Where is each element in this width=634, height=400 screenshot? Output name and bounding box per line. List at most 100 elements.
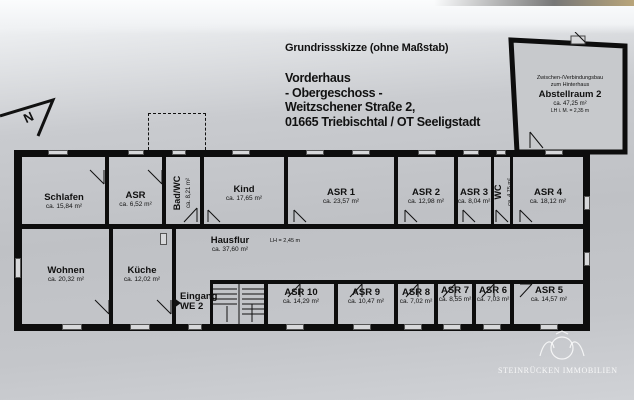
room-asr: ASR ca. 6,52 m² [108, 190, 163, 209]
north-arrow-icon: N [0, 97, 56, 137]
partition [510, 155, 513, 226]
entrance-label: Eingang WE 2 [180, 292, 217, 312]
partition [394, 282, 398, 326]
hallway-height: LH = 2,45 m [270, 238, 301, 244]
window [188, 324, 202, 330]
window [584, 196, 590, 210]
window [286, 324, 304, 330]
outer-wall-left [14, 150, 22, 331]
room-name: Bad/WC [172, 175, 182, 211]
window [15, 258, 21, 278]
corridor-wall-top [20, 224, 586, 229]
room-area: ca. 12,98 m² [407, 198, 445, 205]
window [540, 324, 558, 330]
room-area: ca. 17,65 m² [225, 195, 263, 202]
room-asr-4: ASR 4 ca. 18,12 m² [513, 187, 583, 206]
room-area: ca. 6,52 m² [119, 201, 152, 208]
dashed-outline [148, 113, 206, 150]
annex-walls [508, 32, 628, 155]
room-area: ca. 23,57 m² [322, 198, 360, 205]
window [353, 324, 371, 330]
annex-caption: zum Hinterhaus [550, 82, 590, 88]
window [418, 150, 436, 155]
window [128, 150, 144, 155]
partition [454, 155, 458, 226]
room-area: ca. 8,55 m² [438, 296, 472, 303]
watermark-text: STEINRÜCKEN IMMOBILIEN [498, 366, 618, 375]
room-name: Küche [127, 265, 157, 276]
entrance-line: WE 2 [180, 301, 204, 312]
room-name: ASR 1 [327, 187, 355, 198]
window [545, 150, 563, 155]
annex-room-height: LH i. M. = 2,35 m [550, 108, 590, 114]
room-name: ASR 10 [284, 287, 318, 298]
window [352, 150, 370, 155]
room-area: ca. 37,60 m² [211, 246, 249, 253]
room-asr10: ASR 10 ca. 14,29 m² [268, 287, 334, 306]
room-area: ca. 14,29 m² [282, 298, 320, 305]
crest-icon [539, 330, 585, 360]
paper-edge [434, 0, 634, 6]
stair-wall [210, 280, 213, 326]
room-asr-7: ASR 7 ca. 8,55 m² [437, 285, 473, 304]
room-name: ASR 5 [535, 285, 563, 296]
partition [334, 282, 338, 326]
room-name: ASR 9 [352, 287, 380, 298]
partition [109, 228, 113, 326]
room-asr-2: ASR 2 ca. 12,98 m² [398, 187, 454, 206]
partition [264, 282, 268, 326]
room-area: ca. 8,04 m² [457, 198, 491, 205]
room-wc: WC ca. 4,75 m² [493, 172, 513, 212]
room-area: ca. 10,47 m² [347, 298, 385, 305]
window [306, 150, 324, 155]
room-name: ASR 3 [460, 187, 488, 198]
room-area: ca. 15,84 m² [45, 203, 83, 210]
room-name: ASR 6 [479, 285, 507, 296]
window [172, 150, 186, 155]
window [160, 233, 167, 245]
window [130, 324, 150, 330]
room-name: Kind [233, 184, 255, 195]
room-asr-6: ASR 6 ca. 7,03 m² [475, 285, 511, 304]
outer-wall-top [14, 150, 590, 157]
partition [200, 155, 204, 226]
corridor-wall-bottom [210, 280, 586, 284]
partition [491, 155, 494, 226]
staircase [212, 284, 264, 326]
room-asr-5: ASR 5 ca. 14,57 m² [514, 285, 584, 304]
room-kueche: Küche ca. 12,02 m² [112, 265, 172, 284]
room-area: ca. 8,21 m² [186, 178, 192, 209]
room-hausflur: Hausflur ca. 37,60 m² [200, 235, 260, 254]
room-asr-3: ASR 3 ca. 8,04 m² [456, 187, 492, 206]
room-name: Schlafen [44, 192, 84, 203]
partition [394, 155, 398, 226]
partition [472, 282, 476, 326]
annex-label: Zwischen-/Verbindungsbau zum Hinterhaus … [515, 75, 625, 115]
annex-room-area: ca. 47,25 m² [553, 101, 587, 107]
room-asr-1: ASR 1 ca. 23,57 m² [288, 187, 394, 206]
room-bad-wc: Bad/WC ca. 8,21 m² [172, 163, 192, 223]
window [48, 150, 68, 155]
room-area: ca. 12,02 m² [123, 276, 161, 283]
room-name: ASR [125, 190, 146, 201]
address-line: Vorderhaus [285, 71, 351, 85]
room-schlafen: Schlafen ca. 15,84 m² [22, 192, 106, 211]
room-area: ca. 20,32 m² [47, 276, 85, 283]
room-name: Wohnen [47, 265, 85, 276]
plan-title: Grundrissskizze (ohne Maßstab) [285, 42, 449, 54]
partition [172, 228, 176, 326]
address-line: 01665 Triebischtal / OT Seeligstadt [285, 114, 481, 129]
room-asr-8: ASR 8 ca. 7,02 m² [398, 287, 434, 306]
room-kind: Kind ca. 17,65 m² [204, 184, 284, 203]
room-area: ca. 7,03 m² [476, 296, 510, 303]
partition [105, 155, 109, 226]
room-area: ca. 14,57 m² [530, 296, 568, 303]
room-name: ASR 4 [534, 187, 562, 198]
entrance-line: Eingang [180, 291, 218, 302]
window [62, 324, 82, 330]
room-name: ASR 8 [402, 287, 430, 298]
room-name: ASR 7 [441, 285, 469, 296]
room-area: ca. 7,02 m² [399, 298, 433, 305]
room-wohnen: Wohnen ca. 20,32 m² [22, 265, 110, 284]
